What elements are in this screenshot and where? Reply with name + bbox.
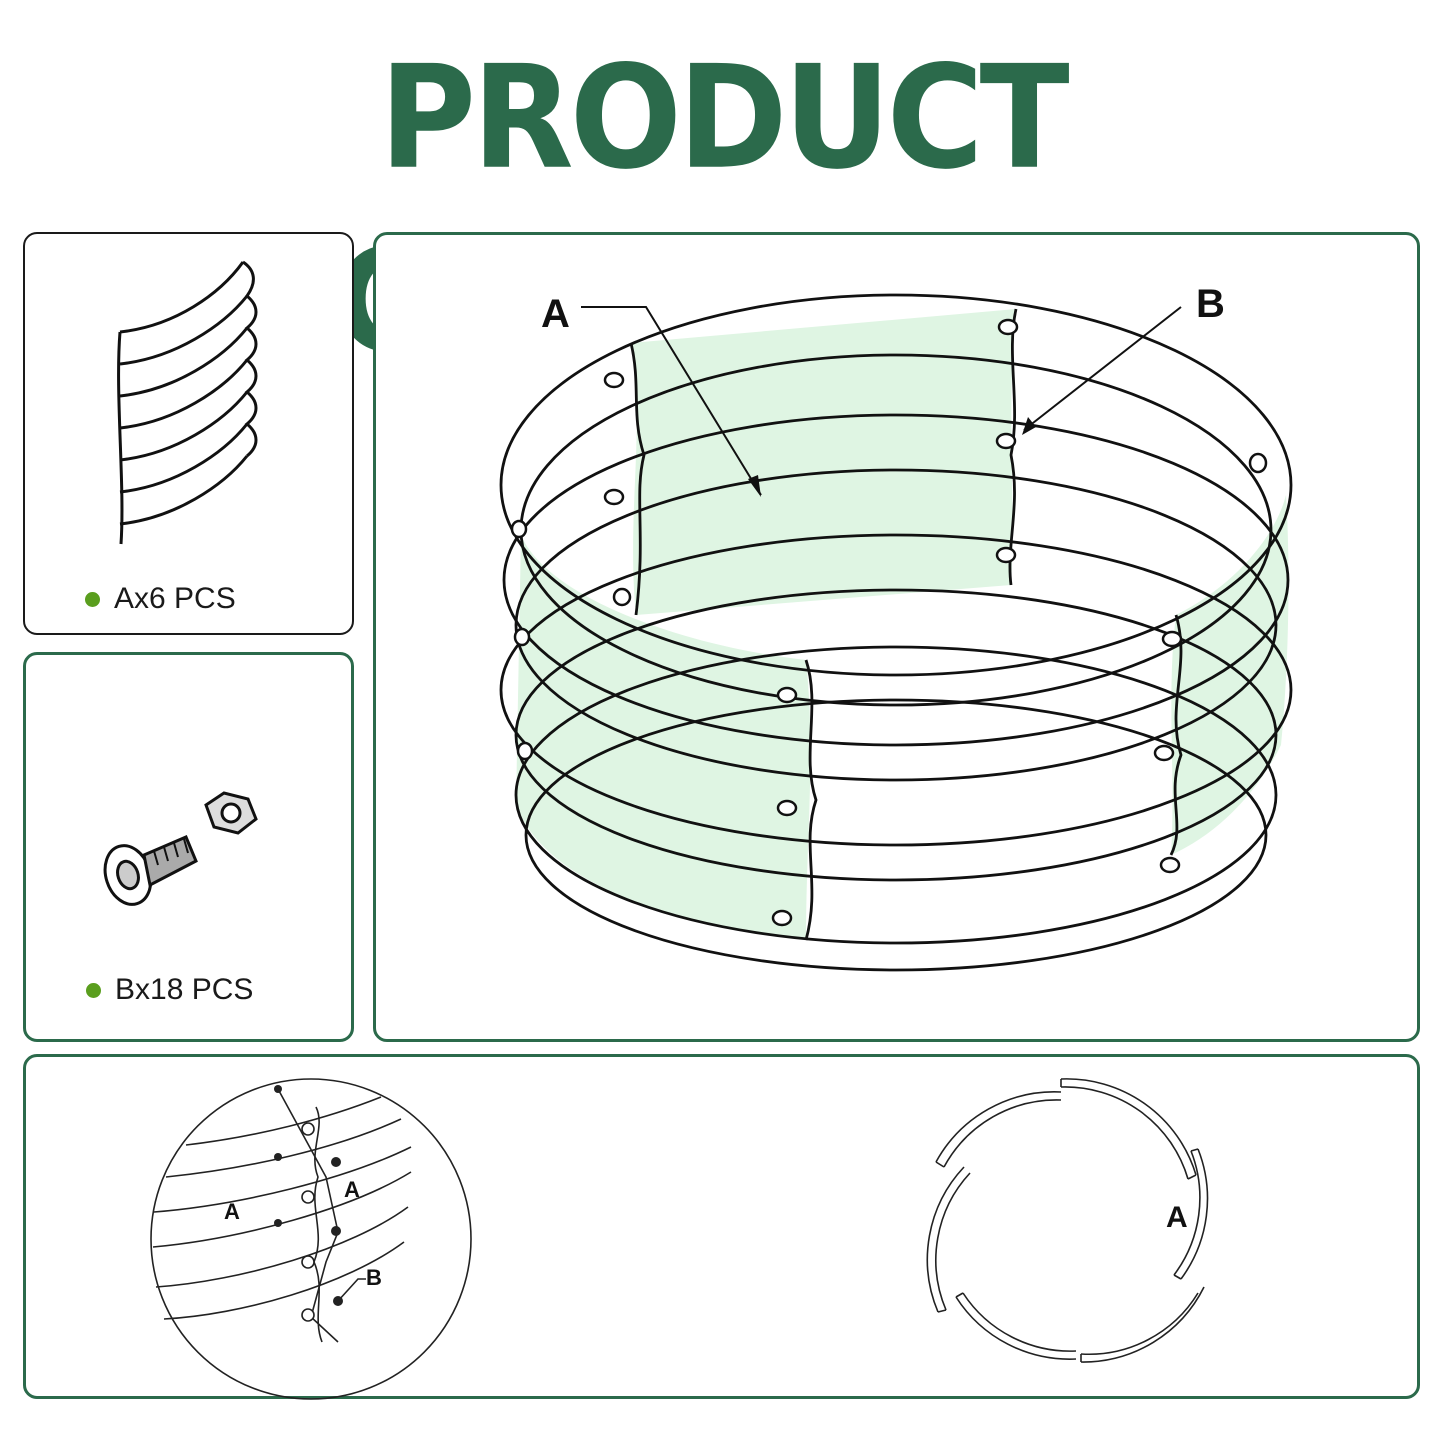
top-view-ring: [926, 1078, 1209, 1363]
detail-label-a-right: A: [344, 1177, 360, 1202]
part-a-card: Ax6 PCS: [23, 232, 354, 635]
magnified-bolt-detail: [150, 1078, 472, 1400]
part-b-card: Bx18 PCS: [23, 652, 354, 1042]
assembly-label-a: A: [541, 292, 570, 336]
raised-garden-bed-diagram: A B: [499, 282, 1293, 972]
bullet-icon: [86, 982, 101, 998]
detail-label-b: B: [366, 1265, 382, 1290]
bolt-and-nut-icon: [103, 791, 258, 906]
part-a-count: Ax6 PCS: [85, 582, 236, 616]
detail-label-a-left: A: [224, 1199, 240, 1224]
top-view-label-a: A: [1166, 1201, 1188, 1234]
part-b-count-label: Bx18 PCS: [115, 973, 254, 1006]
assembly-label-b: B: [1196, 282, 1225, 326]
part-a-count-label: Ax6 PCS: [114, 582, 236, 615]
bullet-icon: [85, 591, 100, 607]
installation-detail-card: A A B A: [23, 1054, 1420, 1400]
part-b-count: Bx18 PCS: [86, 973, 253, 1007]
curved-panel-icon: [117, 260, 258, 545]
installation-detail-diagrams: A A B A: [150, 1078, 1209, 1400]
assembly-diagram-card: A B: [373, 232, 1420, 1042]
